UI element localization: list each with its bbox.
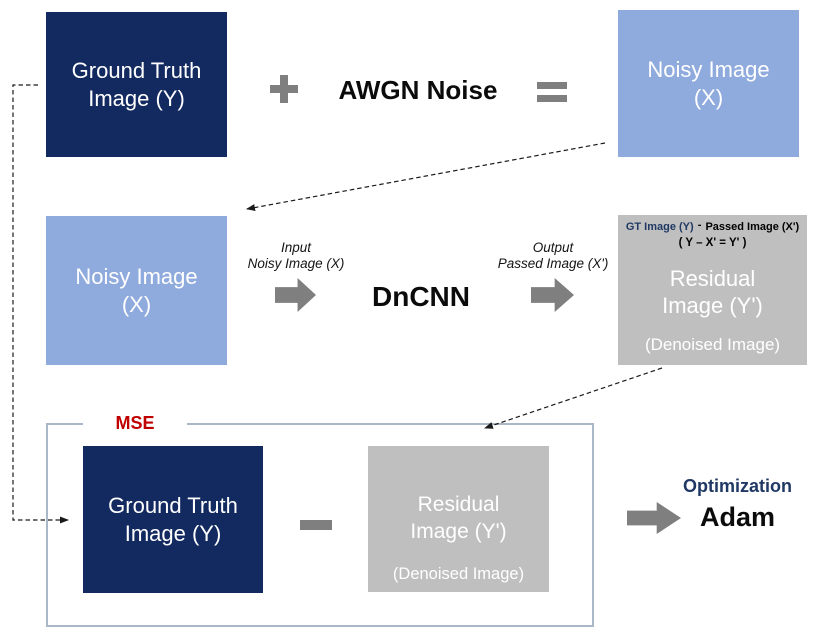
mse-label: MSE — [83, 410, 187, 436]
ground-truth-image-box-top: Ground Truth Image (Y) — [46, 12, 227, 157]
input-label: Input Noisy Image (X) — [231, 240, 361, 272]
input-arrow-icon — [275, 278, 316, 312]
output-label: Output Passed Image (X') — [483, 240, 623, 272]
residual-image-box-bottom: Residual Image (Y') (Denoised Image) — [368, 446, 549, 592]
residual-image-box-mid: GT Image (Y) - Passed Image (X') ( Y – X… — [618, 215, 807, 365]
ground-truth-image-box-bottom: Ground Truth Image (Y) — [83, 446, 263, 593]
output-arrow-icon — [531, 278, 574, 312]
dashed-connector-noisy-to-noisy — [246, 142, 606, 211]
adam-label: Adam — [699, 502, 775, 532]
noisy-image-box-top: Noisy Image (X) — [618, 10, 799, 157]
noisy-mid-label-line1: Noisy Image — [75, 263, 198, 289]
output-label-line2: Passed Image (X') — [497, 256, 609, 271]
residual-label-line1: Residual — [669, 266, 756, 291]
formula-gt-part: GT Image (Y) — [625, 221, 694, 233]
output-label-line1: Output — [532, 240, 574, 255]
noisy-mid-label-line2: (X) — [121, 291, 152, 317]
residual-label-line3: (Denoised Image) — [644, 335, 781, 354]
formula-minus-part: - — [697, 219, 702, 231]
gt-bottom-label-line1: Ground Truth — [108, 492, 238, 518]
mse-group-box — [46, 423, 594, 627]
formula-passed-part: Passed Image (X') — [705, 221, 800, 233]
residual-bottom-label-line2: Image (Y') — [410, 520, 507, 543]
equals-icon — [537, 82, 567, 103]
residual-label-line2: Image (Y') — [662, 293, 763, 318]
plus-icon — [270, 75, 298, 103]
input-label-line1: Input — [280, 240, 312, 255]
optimization-label: Optimization — [683, 476, 792, 496]
input-label-line2: Noisy Image (X) — [247, 256, 345, 271]
residual-formula-line1: GT Image (Y) - Passed Image (X') — [625, 219, 800, 235]
gt-bottom-label-line2: Image (Y) — [124, 520, 222, 546]
awgn-noise-label: AWGN Noise — [338, 75, 498, 105]
minus-icon — [300, 520, 332, 530]
ground-truth-label-line2: Image (Y) — [88, 85, 185, 111]
ground-truth-label-line1: Ground Truth — [71, 57, 202, 83]
dashed-connector-residual-to-mse — [484, 367, 663, 429]
dncnn-label: DnCNN — [372, 281, 470, 312]
residual-bottom-label-line1: Residual — [417, 493, 500, 516]
noisy-label-line1: Noisy Image — [647, 56, 770, 82]
noisy-image-box-mid: Noisy Image (X) — [46, 216, 227, 365]
residual-bottom-label-line3: (Denoised Image) — [392, 565, 525, 583]
noisy-label-line2: (X) — [693, 84, 724, 110]
residual-formula-line2: ( Y – X' = Y' ) — [678, 237, 747, 249]
